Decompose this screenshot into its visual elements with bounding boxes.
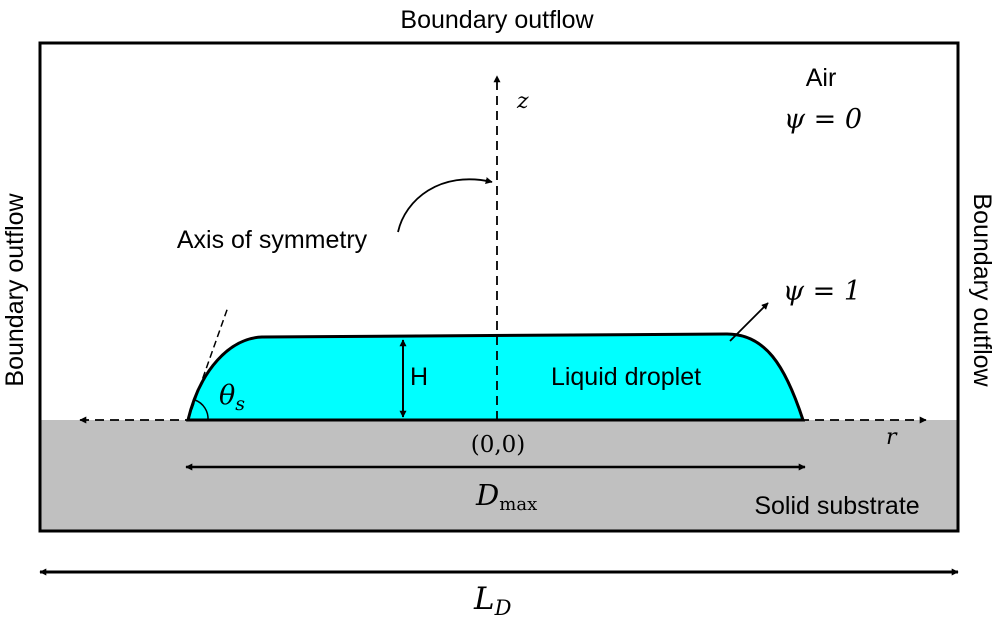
contact-angle-tangent — [187, 306, 229, 421]
contact-angle-label: θs — [219, 380, 245, 415]
dmax-label: Dmax — [475, 478, 537, 515]
interface-pointer — [729, 302, 769, 342]
liquid-droplet-label: Liquid droplet — [551, 363, 701, 391]
psi-air-label: ψ = 0 — [784, 104, 862, 135]
liquid-droplet — [186, 332, 806, 422]
origin-label: (0,0) — [471, 432, 526, 458]
air-label: Air — [806, 64, 837, 92]
solid-substrate-region — [40, 420, 958, 531]
left-boundary-label: Boundary outflow — [1, 192, 29, 386]
z-axis-label: z — [516, 89, 529, 114]
substrate-label: Solid substrate — [754, 492, 919, 520]
domain-boundary — [38, 41, 960, 533]
axis-symmetry-label: Axis of symmetry — [177, 226, 368, 254]
right-boundary-label: Boundary outflow — [968, 193, 996, 387]
height-label: H — [410, 363, 428, 391]
axis-symmetry-pointer — [397, 177, 493, 233]
psi-liquid-label: ψ = 1 — [783, 276, 861, 307]
top-boundary-label: Boundary outflow — [400, 6, 594, 34]
r-axis-label: r — [886, 425, 898, 450]
ld-label: LD — [473, 581, 512, 619]
